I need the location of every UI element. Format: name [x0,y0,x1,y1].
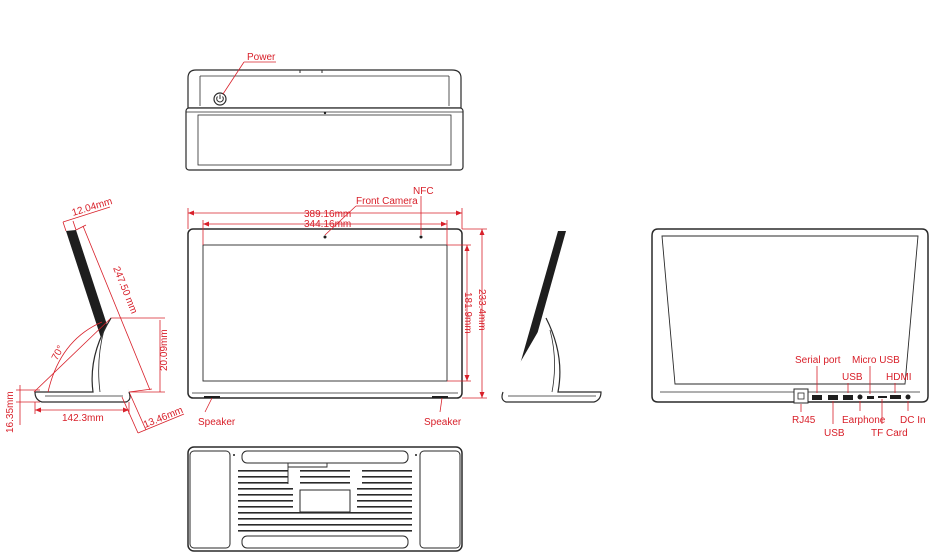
bottom-vent-grille [238,470,412,532]
micro-usb-label: Micro USB [852,355,900,366]
usb-port-top-icon [843,395,853,400]
speaker-right-label: Speaker [424,417,462,428]
bottom-view [187,446,463,552]
top-view: Power [185,52,464,171]
side-angle: 70° [50,344,67,363]
tf-card-label: TF Card [871,428,908,439]
front-height-screen: 181.9mm [462,292,473,334]
bottom-speaker-left [189,450,231,549]
earphone-port-icon [857,394,863,400]
side-stand-height: 20.09mm [159,329,170,371]
side-stand [34,317,131,403]
side-base-depth: 142.3mm [62,413,104,424]
back-view: Serial port Micro USB USB HDMI RJ45 USB … [651,228,929,439]
rj45-port-icon [793,388,809,404]
dc-in-label: DC In [900,415,926,426]
usb-port-bottom-icon [828,395,838,400]
rj45-label: RJ45 [792,415,816,426]
earphone-label: Earphone [842,415,886,426]
hdmi-port-icon [890,395,901,399]
back-housing [651,228,929,403]
power-symbol-icon [216,94,224,103]
front-camera-icon [323,235,327,239]
speaker-left-icon [204,396,220,398]
side-stand-plain [501,317,602,403]
front-width-screen: 344.16mm [304,219,351,230]
speaker-right-icon [432,396,448,398]
tf-card-slot-icon [878,396,887,398]
front-view: 389.16mm 344.16mm Front Camera NFC 233.4… [187,186,487,428]
side-base-height: 16.35mm [5,391,16,433]
usb-bottom-label: USB [824,428,845,439]
dc-in-port-icon [905,394,911,400]
front-camera-label: Front Camera [356,196,418,207]
side-view-dimensioned: 12.04mm 247.50 mm 70° 20.09mm 16.35mm 14… [5,196,185,434]
speaker-left-label: Speaker [198,417,236,428]
side-panel-length: 247.50 mm [110,265,139,316]
bottom-label-plate [299,489,351,513]
front-view-screen [202,244,448,382]
serial-port-label: Serial port [795,355,841,366]
front-width-outer: 389.16mm [304,209,351,220]
usb-top-label: USB [842,372,863,383]
side-panel-plain [513,231,566,392]
hdmi-label: HDMI [886,372,912,383]
bottom-speaker-right [419,450,461,549]
side-top-thickness: 12.04mm [71,196,114,219]
top-view-screen-edge [185,107,464,171]
top-view-housing [187,69,462,109]
camera-dot-icon [323,111,327,115]
side-foot-length: 13.46mm [142,405,185,431]
front-height-outer: 233.4mm [476,289,487,331]
micro-usb-port-icon [867,396,874,399]
nfc-label: NFC [413,186,434,197]
power-label: Power [247,52,276,63]
nfc-icon [419,235,423,239]
serial-port-icon [812,395,822,400]
side-view-plain [501,231,602,403]
front-view-bezel [187,228,463,399]
